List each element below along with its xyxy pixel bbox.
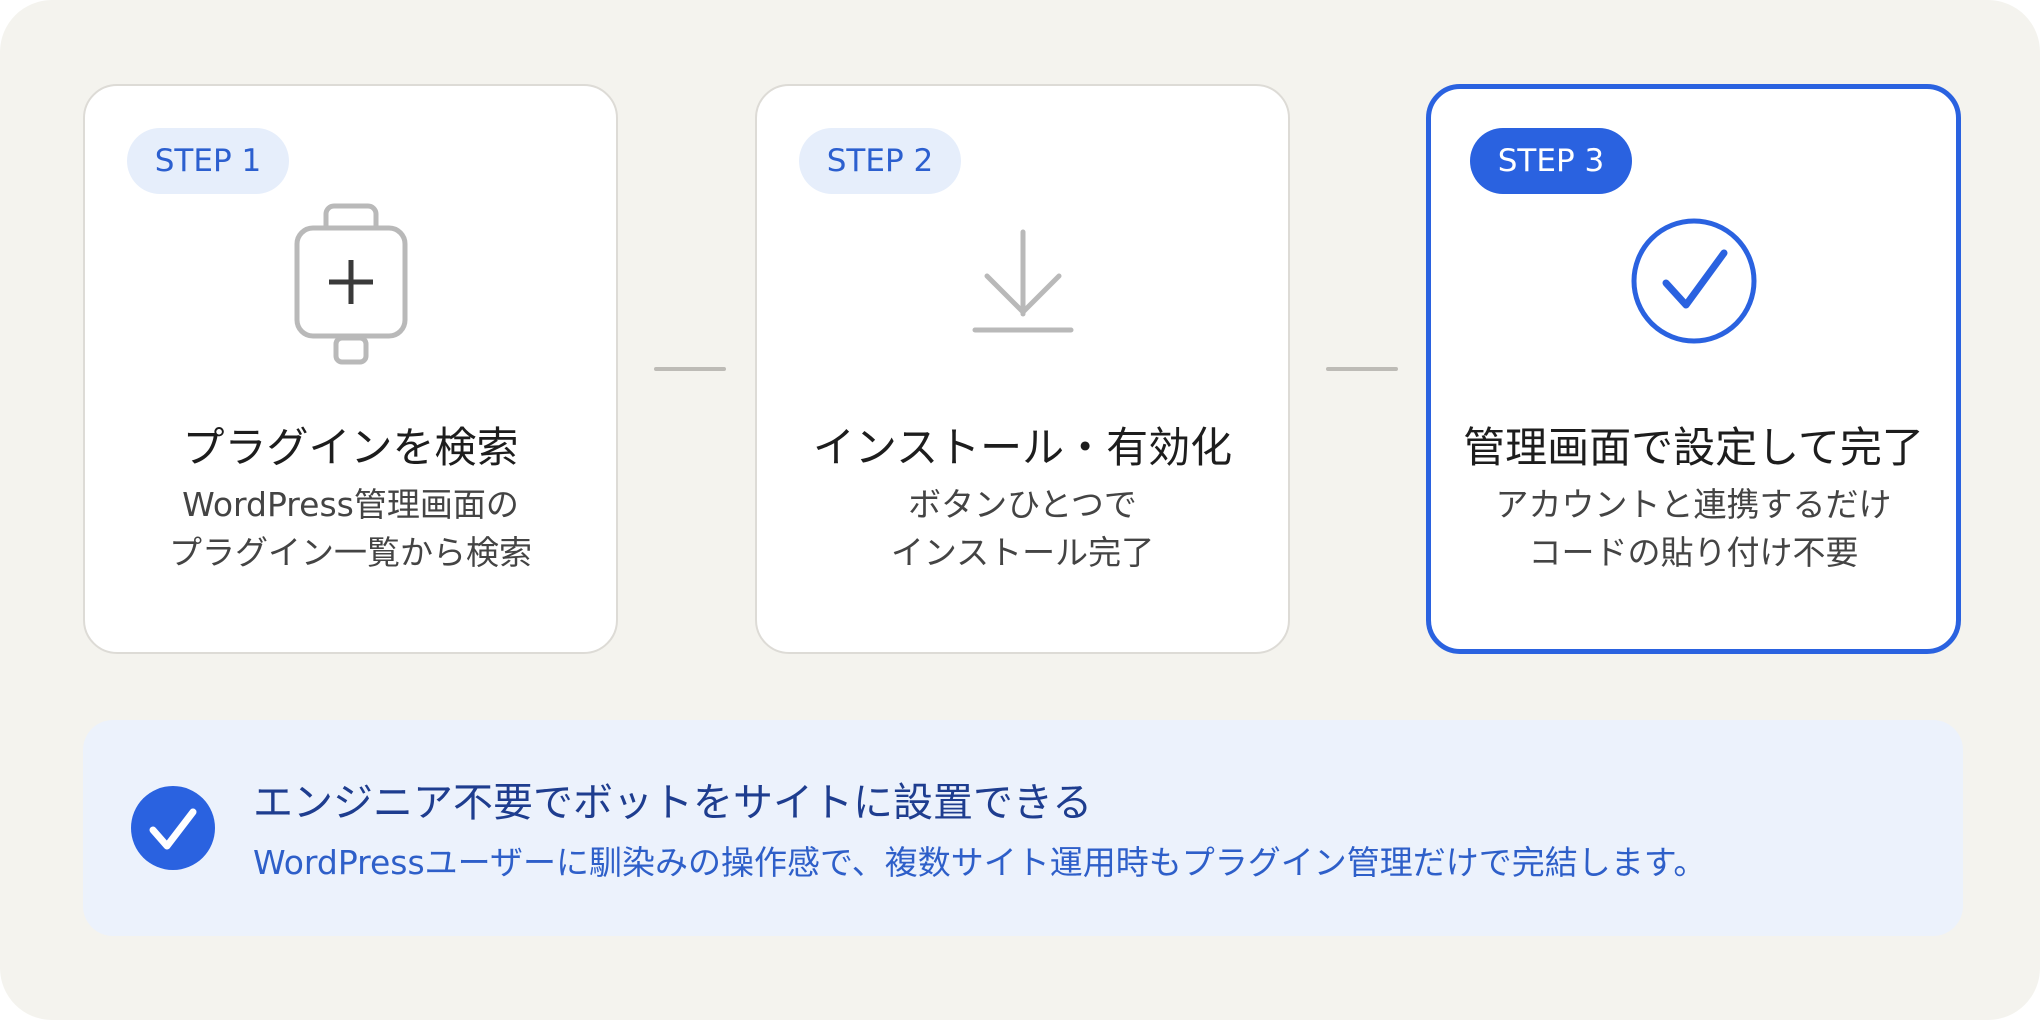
step-description: アカウントと連携するだけ コードの貼り付け不要	[1431, 481, 1956, 577]
step-badge: STEP 3	[1470, 128, 1632, 194]
step-description-line: コードの貼り付け不要	[1528, 533, 1859, 572]
check-circle-icon	[1631, 218, 1756, 344]
step-description-line: アカウントと連携するだけ	[1495, 485, 1892, 524]
step-title: インストール・有効化	[812, 423, 1233, 472]
banner-title: エンジニア不要でボットをサイトに設置できる	[253, 780, 1093, 826]
step-card-2: STEP 2 インストール・有効化 ボタンひとつで インストール完了	[755, 84, 1290, 654]
step-title: プラグインを検索	[182, 423, 519, 472]
step-badge: STEP 1	[127, 128, 289, 194]
step-description-line: プラグイン一覧から検索	[169, 533, 532, 572]
step-description-line: WordPress管理画面の	[182, 485, 519, 524]
step-description: ボタンひとつで インストール完了	[757, 481, 1288, 577]
step-card-1: STEP 1 プラグインを検索 WordPress管理画面の プラグイン一覧から…	[83, 84, 618, 654]
step-title: 管理画面で設定して完了	[1463, 423, 1924, 472]
step-description-line: ボタンひとつで	[908, 485, 1137, 524]
summary-banner: エンジニア不要でボットをサイトに設置できる WordPressユーザーに馴染みの…	[83, 720, 1963, 936]
download-icon	[972, 229, 1073, 333]
banner-text: WordPressユーザーに馴染みの操作感で、複数サイト運用時もプラグイン管理だ…	[253, 843, 1707, 882]
step-description-line: インストール完了	[890, 533, 1155, 572]
step-connector	[654, 367, 726, 371]
step-card-3: STEP 3 管理画面で設定して完了 アカウントと連携するだけ コードの貼り付け…	[1426, 84, 1961, 654]
plugin-add-icon	[294, 203, 407, 365]
step-connector	[1326, 367, 1398, 371]
step-badge: STEP 2	[799, 128, 961, 194]
step-description: WordPress管理画面の プラグイン一覧から検索	[85, 481, 616, 577]
check-badge-icon	[131, 786, 215, 870]
